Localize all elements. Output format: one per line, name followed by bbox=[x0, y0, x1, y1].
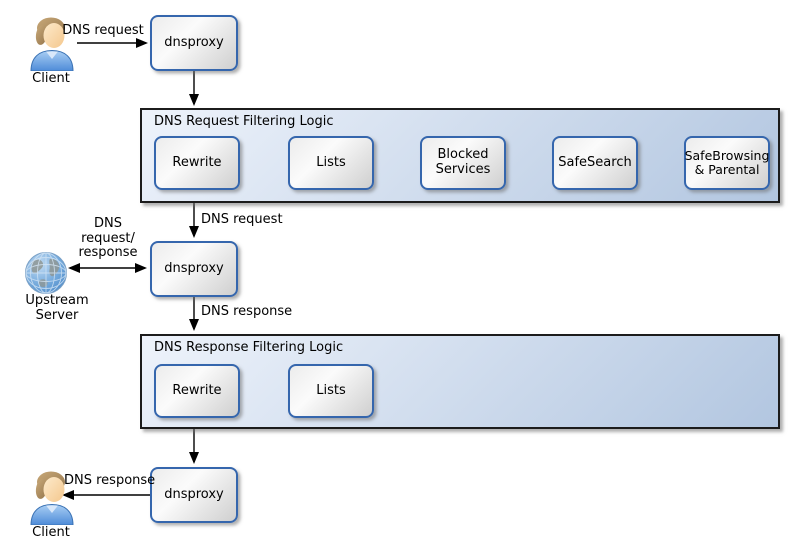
filter-step-lists: Lists bbox=[288, 136, 374, 190]
edge-label-client-response: DNS response bbox=[64, 473, 156, 488]
dnsproxy-bottom-label: dnsproxy bbox=[164, 486, 224, 502]
filter-step-blocked-services: Blocked Services bbox=[420, 136, 506, 190]
response-step-lists-label: Lists bbox=[316, 382, 346, 398]
dnsproxy-top-node: dnsproxy bbox=[150, 15, 238, 71]
response-step-rewrite-label: Rewrite bbox=[172, 382, 222, 398]
response-step-lists: Lists bbox=[288, 364, 374, 418]
upstream-server-globe-icon bbox=[25, 252, 67, 294]
filter-step-safesearch: SafeSearch bbox=[552, 136, 638, 190]
filter-step-rewrite-label: Rewrite bbox=[172, 154, 222, 170]
response-filtering-title: DNS Response Filtering Logic bbox=[154, 340, 344, 355]
request-filtering-container: DNS Request Filtering Logic Rewrite List… bbox=[140, 108, 780, 203]
edge-label-client-request: DNS request bbox=[62, 23, 144, 38]
dnsproxy-top-label: dnsproxy bbox=[164, 34, 224, 50]
edge-label-upstream-exchange: DNS request/ response bbox=[78, 216, 138, 261]
client-bottom-person-icon bbox=[30, 471, 74, 525]
filter-step-rewrite: Rewrite bbox=[154, 136, 240, 190]
filter-step-blocked-services-label: Blocked Services bbox=[435, 147, 491, 177]
filter-step-lists-label: Lists bbox=[316, 154, 346, 170]
client-top-label: Client bbox=[32, 71, 70, 86]
dnsproxy-bottom-node: dnsproxy bbox=[150, 467, 238, 523]
dnsproxy-middle-label: dnsproxy bbox=[164, 260, 224, 276]
edge-label-proxy-response: DNS response bbox=[201, 304, 293, 319]
upstream-server-label: Upstream Server bbox=[25, 293, 89, 323]
response-step-rewrite: Rewrite bbox=[154, 364, 240, 418]
filter-step-safesearch-label: SafeSearch bbox=[558, 154, 632, 170]
filter-step-safebrowsing-parental: SafeBrowsing & Parental bbox=[684, 136, 770, 190]
request-filtering-title: DNS Request Filtering Logic bbox=[154, 114, 334, 129]
edge-label-filtered-request: DNS request bbox=[201, 212, 283, 227]
response-filtering-container: DNS Response Filtering Logic Rewrite Lis… bbox=[140, 334, 780, 429]
client-top-person-icon bbox=[30, 17, 74, 71]
client-bottom-label: Client bbox=[32, 525, 70, 540]
dnsproxy-middle-node: dnsproxy bbox=[150, 241, 238, 297]
filter-step-safebrowsing-parental-label: SafeBrowsing & Parental bbox=[684, 147, 770, 177]
